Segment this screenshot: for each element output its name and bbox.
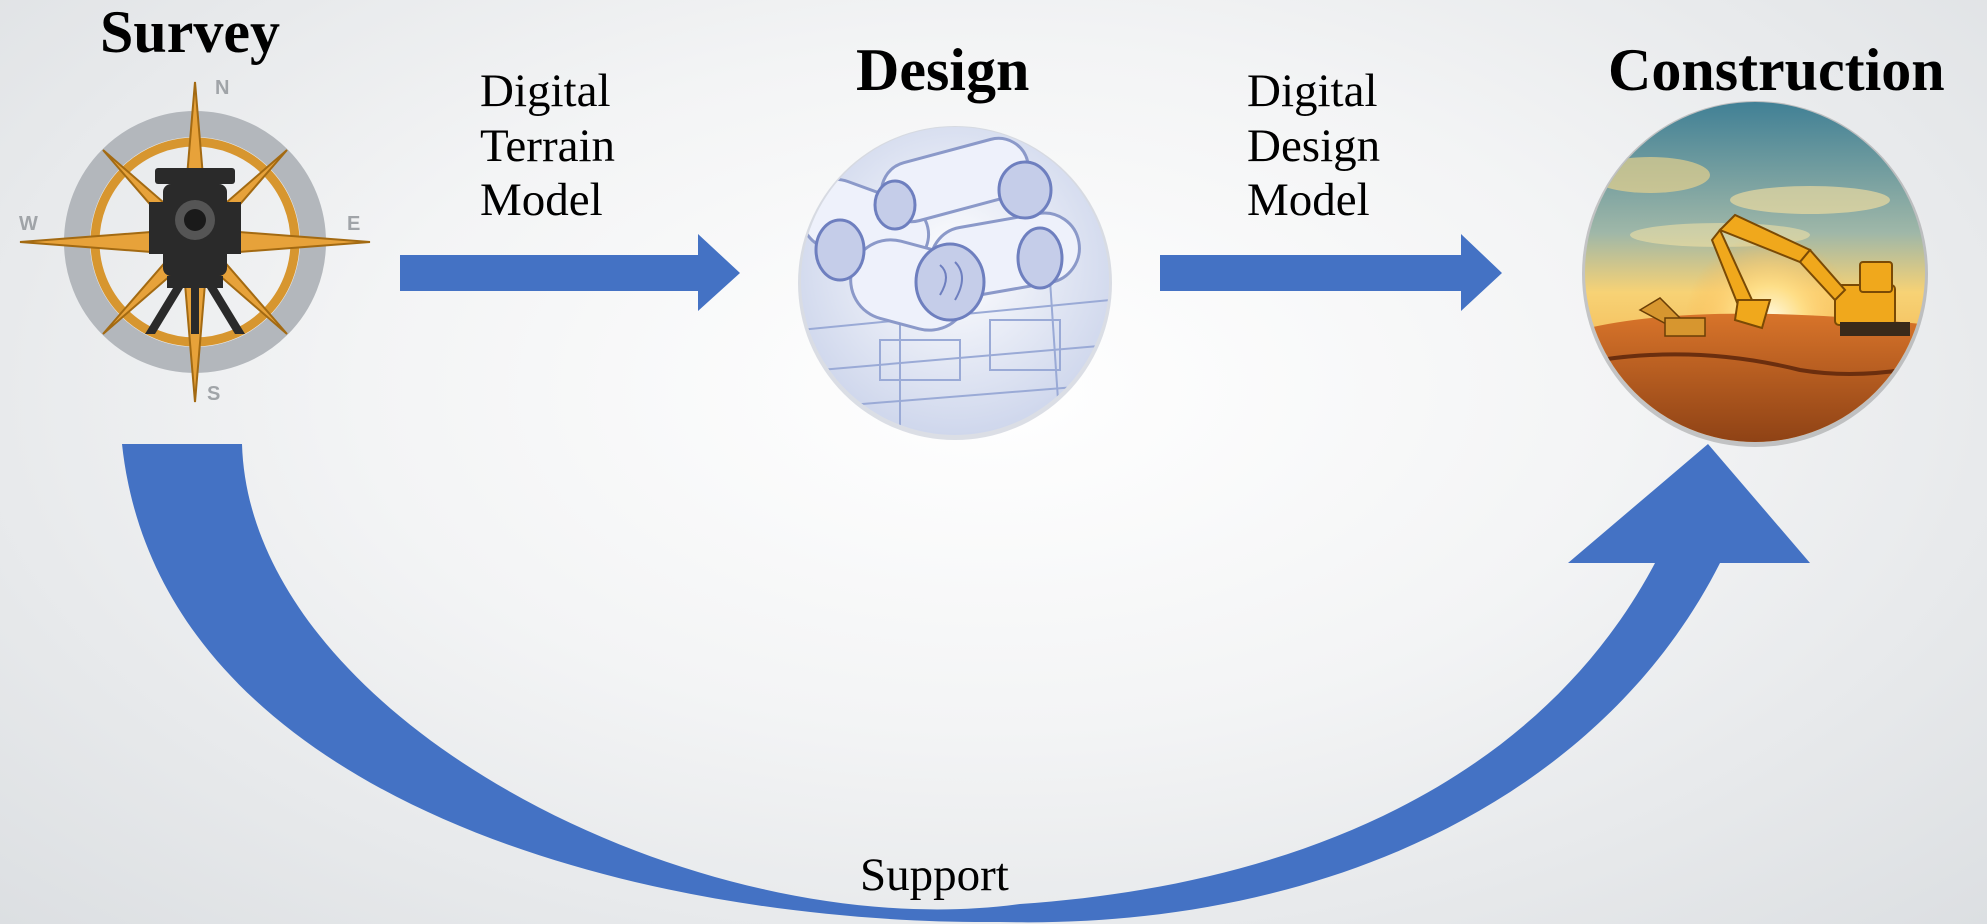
terrain-model-arrow xyxy=(400,234,740,311)
flow-label-line: Model xyxy=(480,174,603,227)
blueprints-photo xyxy=(798,126,1112,440)
flow-label-line: Digital xyxy=(480,65,611,117)
flow-label-design-model: Digital Design Model xyxy=(1247,64,1380,228)
flow-label-line: Model xyxy=(1247,174,1370,227)
flow-label-line: Design xyxy=(1247,119,1381,172)
flow-label-support: Support xyxy=(860,849,1009,901)
flow-label-terrain-model: Digital Terrain Model xyxy=(480,64,615,228)
compass-letter-east: E xyxy=(347,213,360,235)
excavator-photo xyxy=(1582,101,1928,447)
compass-letter-north: N xyxy=(215,77,229,99)
stage-title-design: Design xyxy=(856,37,1030,103)
stage-title-construction: Construction xyxy=(1608,37,1945,103)
flow-label-line: Terrain xyxy=(480,119,616,172)
design-model-arrow xyxy=(1160,234,1502,311)
flow-label-line: Digital xyxy=(1247,65,1378,117)
compass-total-station-icon: N S E W xyxy=(19,77,371,405)
compass-letter-south: S xyxy=(207,383,220,405)
compass-letter-west: W xyxy=(19,213,38,235)
stage-title-survey: Survey xyxy=(100,0,280,65)
